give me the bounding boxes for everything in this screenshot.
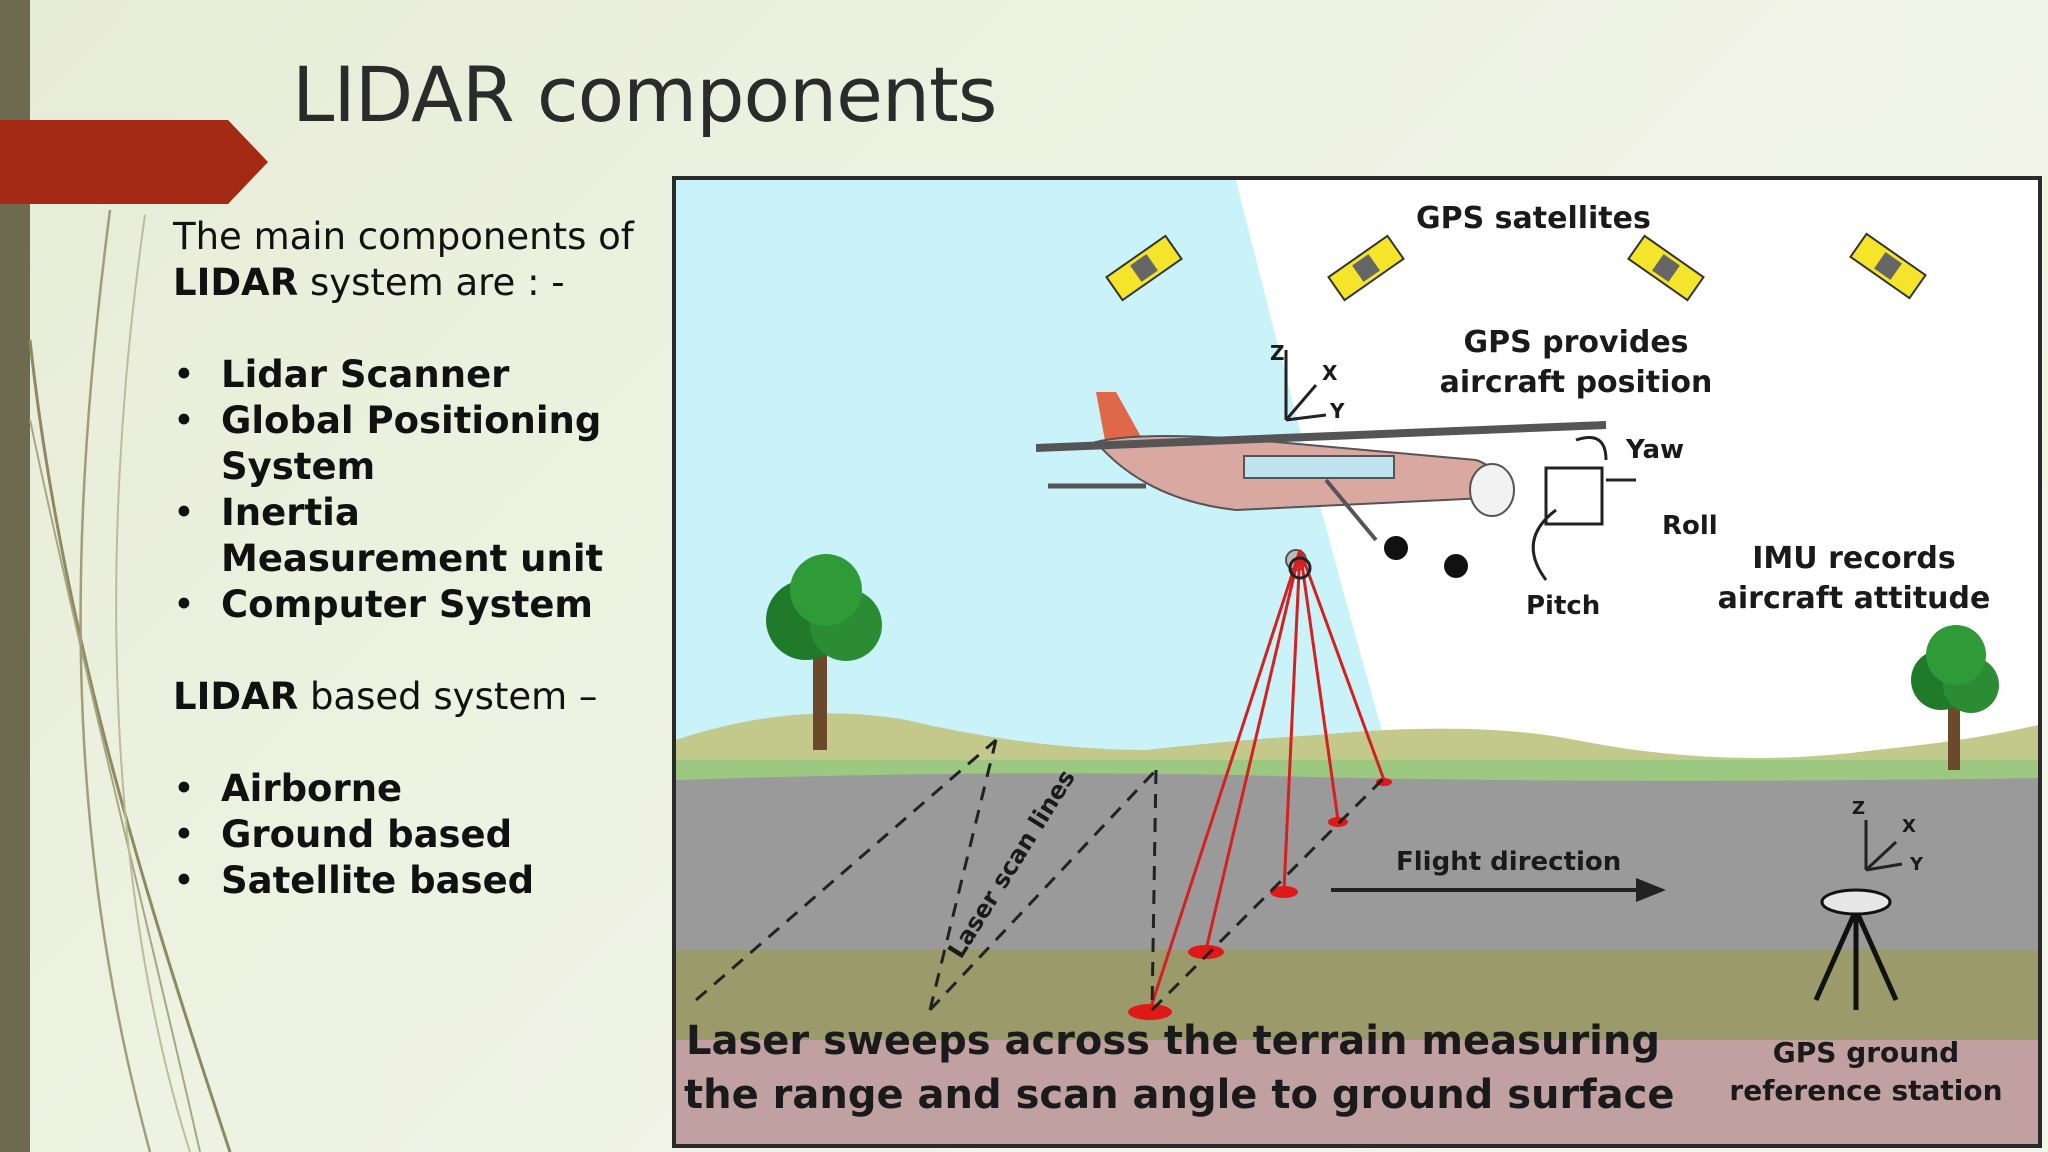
caption-line-1: Laser sweeps across the terrain measurin… xyxy=(686,1018,1660,1064)
list-item: Lidar Scanner xyxy=(173,352,643,398)
satellite-icon xyxy=(1327,234,1405,302)
based-line: LIDAR based system – xyxy=(173,674,643,720)
list-item: Ground based xyxy=(173,812,643,858)
list-item: Computer System xyxy=(173,582,643,628)
satellite-icon xyxy=(1105,234,1183,302)
station-axis-z: Z xyxy=(1852,798,1865,819)
satellites-label: GPS satellites xyxy=(1416,201,1651,236)
gps-label-line-2: aircraft position xyxy=(1440,365,1713,400)
list-item: Satellite based xyxy=(173,858,643,904)
based-rest: based system – xyxy=(298,675,598,718)
station-label-line-2: reference station xyxy=(1729,1074,2002,1107)
tree-right-icon xyxy=(1911,625,1999,770)
scanner-icon xyxy=(1288,556,1312,580)
list-item: Inertia Measurement unit xyxy=(173,490,643,582)
ground-foreground xyxy=(676,950,2038,1050)
imu-label-line-2: aircraft attitude xyxy=(1718,581,1991,616)
caption-band xyxy=(676,1040,2038,1144)
ground-station-icon xyxy=(1813,908,1899,1010)
roll-label: Roll xyxy=(1662,511,1718,541)
terrain-band xyxy=(676,773,2038,950)
satellite-icon xyxy=(1849,232,1927,300)
yaw-label: Yaw xyxy=(1625,435,1684,465)
slide-title: LIDAR components xyxy=(292,50,997,139)
laser-beams xyxy=(1148,549,1386,1011)
components-list: Lidar Scanner Global Positioning System … xyxy=(173,352,643,628)
attitude-axes-icon xyxy=(1531,436,1636,581)
plane-axes-icon xyxy=(1284,350,1327,422)
pitch-label: Pitch xyxy=(1526,591,1600,621)
axis-y-label: Y xyxy=(1329,399,1345,423)
title-accent-arrow xyxy=(0,120,268,204)
list-item: Airborne xyxy=(173,766,643,812)
intro-bold: LIDAR xyxy=(173,261,299,304)
intro-line-1: The main components of xyxy=(173,215,634,258)
station-label-line-1: GPS ground xyxy=(1773,1036,1959,1069)
flight-direction-label: Flight direction xyxy=(1396,847,1621,877)
sky-glow xyxy=(1236,180,2038,780)
scan-lines xyxy=(695,738,1388,1012)
station-axis-x: X xyxy=(1902,816,1916,837)
axis-z-label: Z xyxy=(1270,341,1285,365)
satellite-icon xyxy=(1627,234,1705,302)
axis-x-label: X xyxy=(1322,361,1338,385)
caption-line-2: the range and scan angle to ground surfa… xyxy=(684,1072,1674,1118)
station-antenna xyxy=(1820,888,1892,916)
lidar-diagram-svg: Z X Y Laser scan lines Flight direction xyxy=(676,180,2038,1144)
intro-line-2: LIDAR system are : - xyxy=(173,260,643,306)
tree-left-icon xyxy=(766,554,882,750)
lidar-diagram: Z X Y Laser scan lines Flight direction xyxy=(672,176,2042,1148)
imu-label-line-1: IMU records xyxy=(1752,541,1955,576)
list-item: Global Positioning System xyxy=(173,398,643,490)
station-axis-y: Y xyxy=(1909,854,1924,875)
intro-rest: system are : - xyxy=(298,261,565,304)
flight-arrow-head xyxy=(1636,878,1666,902)
airplane-icon xyxy=(1035,392,1607,578)
station-axes-icon xyxy=(1864,820,1903,872)
based-bold: LIDAR xyxy=(173,675,299,718)
gps-label-line-1: GPS provides xyxy=(1463,325,1688,360)
slide-body: The main components of LIDAR system are … xyxy=(173,214,643,904)
types-list: Airborne Ground based Satellite based xyxy=(173,766,643,904)
